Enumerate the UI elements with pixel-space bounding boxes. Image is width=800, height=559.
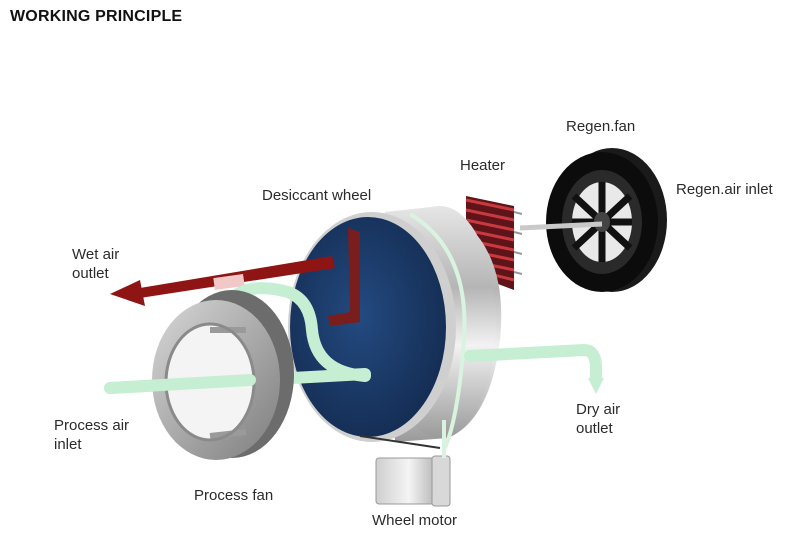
label-wet-air-outlet-line1: Wet air <box>72 246 120 263</box>
label-wet-air-outlet: Wet air outlet <box>72 245 119 283</box>
page-title: WORKING PRINCIPLE <box>10 8 183 25</box>
desiccant-wheel <box>288 206 502 451</box>
label-process-fan: Process fan <box>194 487 274 504</box>
label-heater: Heater <box>460 157 506 174</box>
label-wheel-motor: Wheel motor <box>372 512 458 529</box>
label-regen-fan: Regen.fan <box>566 118 636 135</box>
label-regen-air-inlet: Regen.air inlet <box>676 181 773 198</box>
label-desiccant-wheel: Desiccant wheel <box>262 187 372 204</box>
dry-air-outlet-arrow <box>588 378 604 394</box>
label-process-air-inlet-line2: inlet <box>54 436 82 453</box>
wheel-motor <box>359 420 451 507</box>
process-air-inlet-stream <box>104 374 256 394</box>
label-dry-air-outlet-line1: Dry air <box>576 401 621 418</box>
label-process-air-inlet-line1: Process air <box>54 417 130 434</box>
label-wet-air-outlet-line2: outlet <box>72 265 109 282</box>
regen-fan <box>519 148 667 292</box>
label-dry-air-outlet: Dry air outlet <box>576 400 620 438</box>
wet-air-outlet-arrow <box>110 256 335 306</box>
label-dry-air-outlet-line2: outlet <box>576 420 613 437</box>
process-fan <box>152 290 294 460</box>
label-process-air-inlet: Process air inlet <box>54 416 129 454</box>
